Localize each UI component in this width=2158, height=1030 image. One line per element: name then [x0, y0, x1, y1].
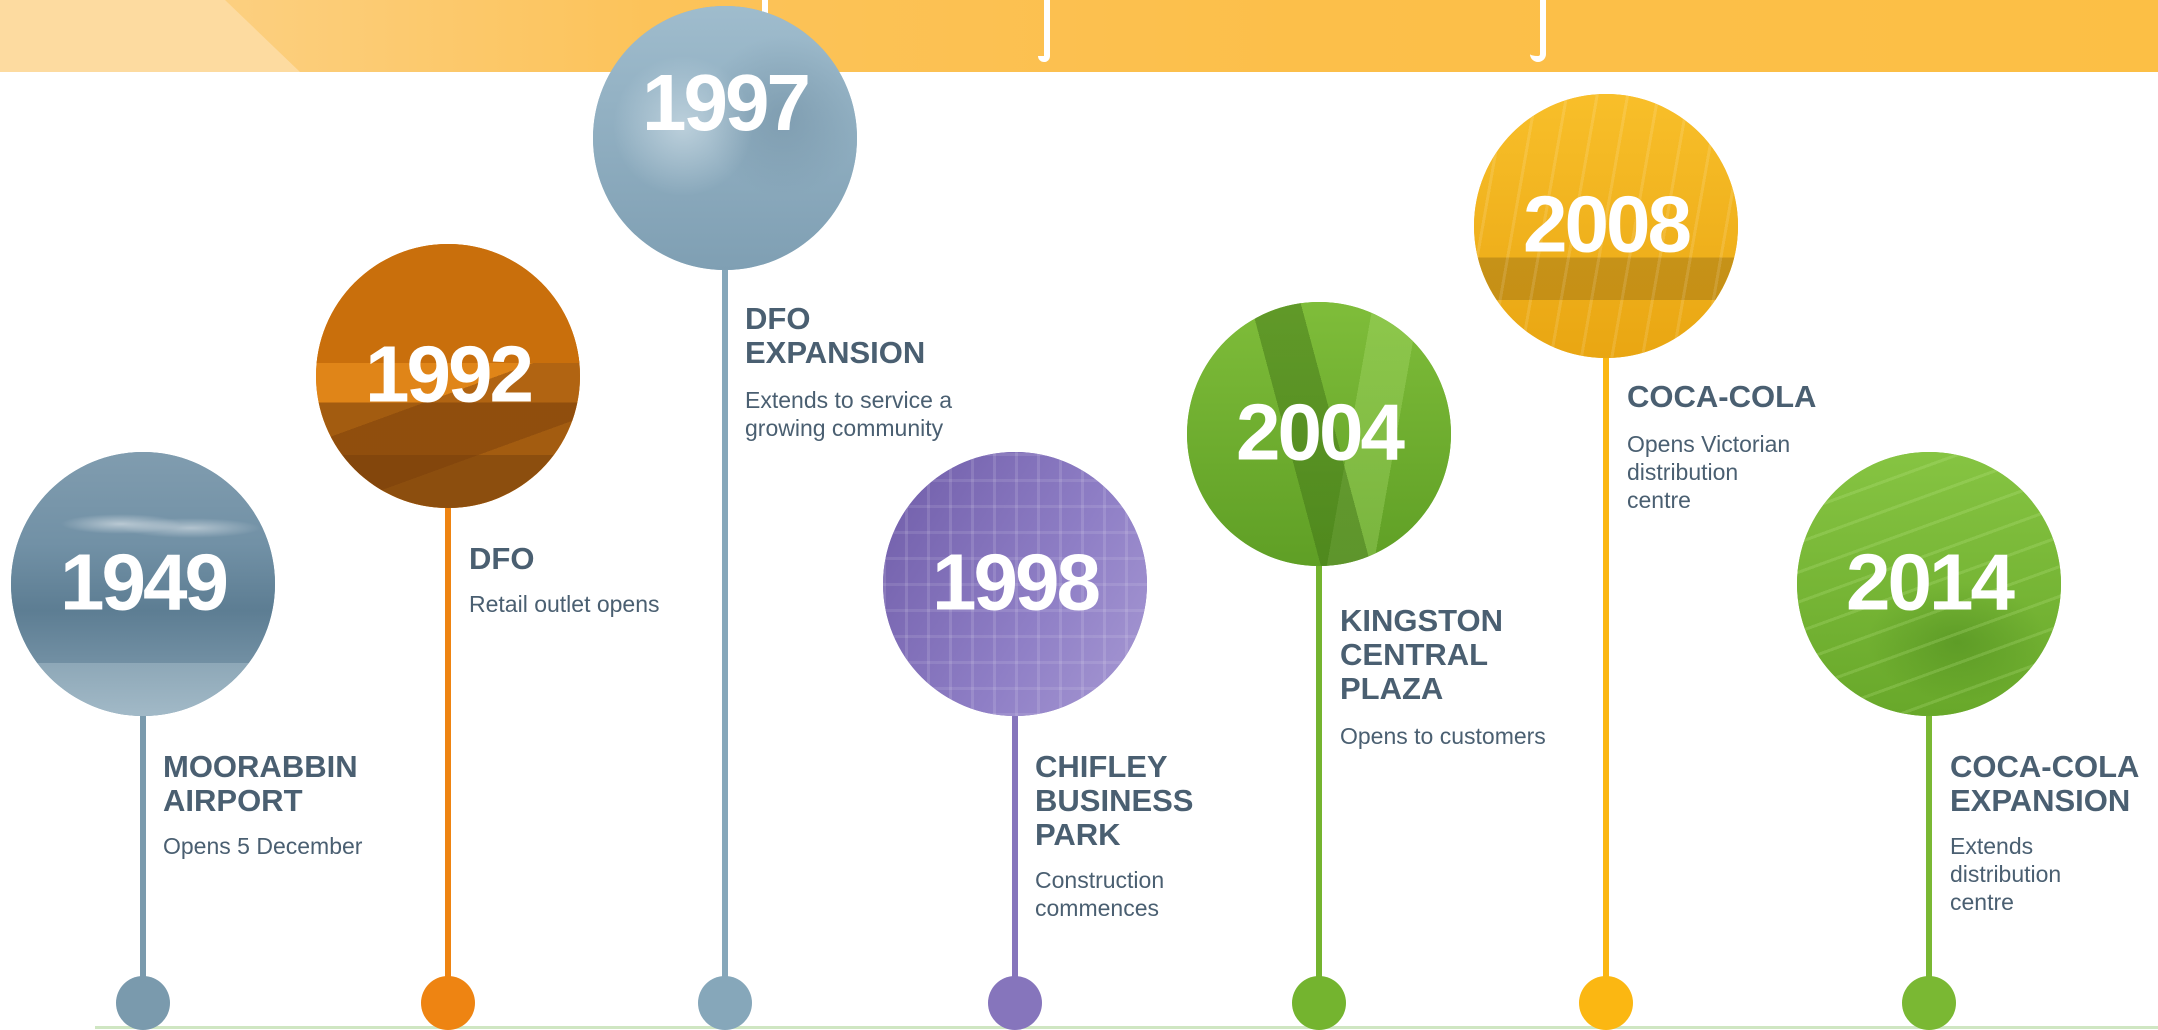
event-title: DFO EXPANSION — [745, 301, 926, 370]
dfo-building-photo — [316, 244, 580, 508]
event-title: CHIFLEY BUSINESS PARK — [1035, 749, 1194, 852]
event-title: DFO — [469, 541, 535, 576]
event-title: MOORABBIN AIRPORT — [163, 749, 358, 818]
event-photo-circle: 2014 — [1797, 452, 2061, 716]
banner-script-stroke — [1530, 0, 1546, 62]
event-year: 2008 — [1523, 179, 1692, 269]
event-year: 2004 — [1236, 387, 1405, 477]
event-description: Retail outlet opens — [469, 591, 660, 617]
event-title: COCA-COLA — [1627, 379, 1817, 414]
warehouse-interior-photo — [1797, 452, 2061, 716]
event-stem — [1012, 700, 1018, 1000]
event-photo-circle: 2004 — [1187, 302, 1451, 566]
event-title: COCA-COLA EXPANSION — [1950, 749, 2140, 818]
event-description: Opens Victorian distribution centre — [1627, 431, 1791, 513]
event-description: Opens to customers — [1340, 723, 1546, 749]
event-description: Extends distribution centre — [1950, 833, 2062, 915]
event-dot — [116, 976, 170, 1030]
header-banner — [0, 0, 2158, 72]
event-stem — [722, 260, 728, 1000]
event-photo-circle: 1997 — [593, 6, 857, 270]
event-description: Extends to service a growing community — [745, 387, 953, 441]
timeline-baseline — [95, 1026, 2158, 1029]
event-dot — [698, 976, 752, 1030]
event-title: KINGSTON CENTRAL PLAZA — [1340, 603, 1504, 706]
warehouse-trucks-photo — [1474, 94, 1738, 358]
banner-corner — [0, 0, 300, 72]
family-photo — [593, 6, 857, 270]
event-photo-circle: 1992 — [316, 244, 580, 508]
event-photo-circle: 1949 — [11, 452, 275, 716]
event-dot — [1579, 976, 1633, 1030]
banner-script-stroke — [1038, 0, 1050, 62]
event-photo-circle: 1998 — [883, 452, 1147, 716]
airport-planes-photo — [11, 452, 275, 716]
office-building-photo — [883, 452, 1147, 716]
event-stem — [1603, 340, 1609, 1000]
shopping-bags-photo — [1187, 302, 1451, 566]
event-photo-circle: 2008 — [1474, 94, 1738, 358]
event-stem — [1926, 700, 1932, 1000]
event-stem — [445, 500, 451, 1000]
event-dot — [1292, 976, 1346, 1030]
event-dot — [421, 976, 475, 1030]
event-year: 2014 — [1846, 537, 2015, 627]
event-description: Construction commences — [1035, 867, 1165, 921]
event-year: 1998 — [932, 537, 1101, 627]
event-description: Opens 5 December — [163, 833, 363, 859]
event-stem — [1316, 540, 1322, 1000]
event-year: 1949 — [60, 537, 229, 627]
event-dot — [1902, 976, 1956, 1030]
event-year: 1997 — [642, 57, 811, 147]
event-stem — [140, 700, 146, 1000]
event-year: 1992 — [365, 329, 534, 419]
event-dot — [988, 976, 1042, 1030]
